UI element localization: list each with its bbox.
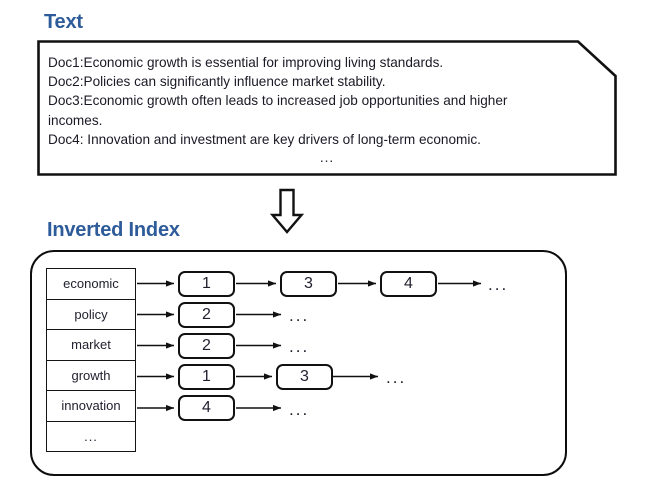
term-cell-growth[interactable]: growth (47, 360, 135, 391)
row-ellipsis: ... (386, 368, 407, 387)
row-ellipsis: ... (488, 275, 509, 294)
term-cell-innovation[interactable]: innovation (47, 391, 135, 422)
term-cell-ellipsis: ... (47, 421, 135, 452)
term-cell-market[interactable]: market (47, 330, 135, 361)
posting-box[interactable]: 1 (178, 270, 235, 297)
text-section-heading: Text (44, 11, 83, 33)
down-arrow-icon (269, 188, 305, 234)
doc-line: Doc4: Innovation and investment are key … (48, 131, 481, 147)
row-ellipsis: ... (289, 337, 310, 356)
doc-line: Doc1:Economic growth is essential for im… (48, 55, 444, 70)
document-text-ellipsis: ... (319, 150, 335, 165)
posting-box[interactable]: 4 (178, 395, 235, 421)
posting-box[interactable]: 3 (276, 363, 333, 390)
doc-line: Doc2:Policies can significantly influenc… (48, 74, 386, 90)
doc-line: Doc3:Economic growth often leads to incr… (48, 93, 508, 109)
term-cell-economic[interactable]: economic (47, 269, 135, 300)
posting-box[interactable]: 1 (178, 363, 235, 390)
term-dictionary-table: economic policy market growth innovation… (46, 268, 136, 452)
text-box-outline-shape (37, 40, 617, 176)
term-cell-policy[interactable]: policy (47, 299, 135, 330)
document-text-box: Doc1:Economic growth is essential for im… (37, 40, 617, 176)
document-text-lines: Doc1:Economic growth is essential for im… (48, 53, 596, 149)
posting-box[interactable]: 2 (178, 332, 235, 359)
posting-box[interactable]: 3 (280, 270, 337, 297)
doc-line: incomes. (48, 112, 103, 128)
posting-box[interactable]: 4 (380, 270, 437, 297)
row-ellipsis: ... (289, 306, 310, 325)
posting-box[interactable]: 2 (178, 301, 235, 328)
inverted-index-heading: Inverted Index (47, 219, 180, 241)
row-ellipsis: ... (289, 399, 310, 419)
